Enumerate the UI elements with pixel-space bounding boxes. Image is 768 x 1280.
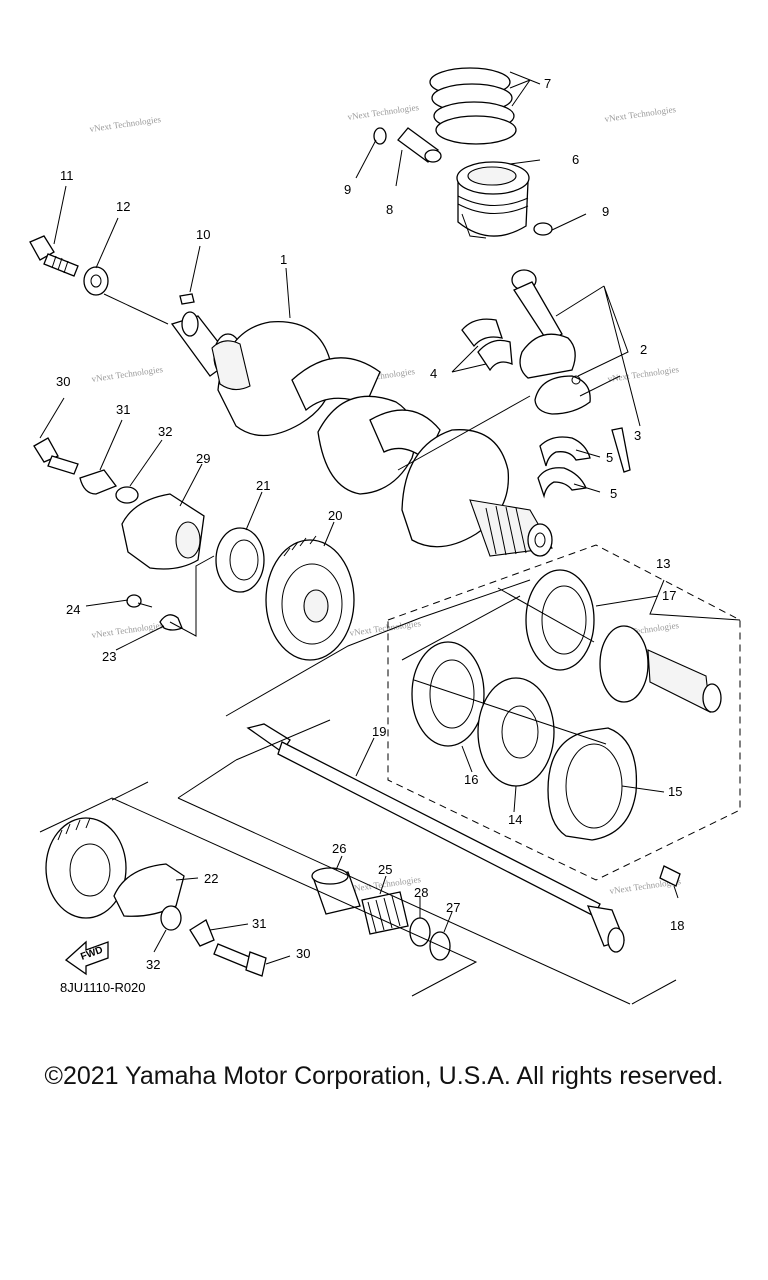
callout-9: 9 [602, 204, 609, 219]
bolt-upper [33, 437, 79, 475]
assembly-13-outline [387, 544, 741, 881]
housing-15 [547, 727, 638, 841]
callout-19: 19 [372, 724, 386, 739]
watermark: vNext Technologies [347, 102, 420, 122]
callout-5: 5 [606, 450, 613, 465]
callout-26: 26 [332, 841, 346, 856]
conrod-bearing-lower [537, 436, 591, 499]
callout-27: 27 [446, 900, 460, 915]
watermark: vNext Technologies [91, 364, 164, 384]
callout-28: 28 [414, 885, 428, 900]
watermark: vNext Technologies [607, 364, 680, 384]
callout-8: 8 [386, 202, 393, 217]
callout-29: 29 [196, 451, 210, 466]
circlip [373, 127, 553, 236]
piston-pin [397, 127, 442, 163]
callout-32: 32 [146, 957, 160, 972]
washer-32-lower [160, 905, 182, 931]
callout-1: 1 [280, 252, 287, 267]
shaft-19 [246, 723, 625, 953]
balancer-weight [121, 493, 205, 570]
watermark: vNext Technologies [604, 104, 677, 124]
bolt-30-lower [213, 943, 267, 977]
copyright-notice: ©2021 Yamaha Motor Corporation, U.S.A. A… [44, 1062, 724, 1090]
callout-23: 23 [102, 649, 116, 664]
collar-26 [311, 867, 361, 915]
callout-3: 3 [634, 428, 641, 443]
callout-32: 32 [158, 424, 172, 439]
callout-16: 16 [464, 772, 478, 787]
washer-upper [115, 486, 139, 504]
gear-lower [45, 817, 127, 919]
callout-24: 24 [66, 602, 80, 617]
callout-6: 6 [572, 152, 579, 167]
diagram-code: 8JU1110-R020 [60, 980, 146, 995]
output-shaft [599, 625, 722, 713]
lock-washer [79, 469, 118, 495]
callout-30: 30 [296, 946, 310, 961]
callout-21: 21 [256, 478, 270, 493]
callout-31: 31 [252, 916, 266, 931]
fwd-arrow: FWD [64, 940, 109, 976]
oil-seal-16 [411, 641, 485, 747]
callout-30: 30 [56, 374, 70, 389]
watermark: vNext Technologies [91, 620, 164, 640]
bearing-14 [477, 677, 555, 787]
screw-24 [126, 594, 153, 608]
woodruff-key [179, 293, 195, 305]
exploded-parts-diagram: vNext Technologies vNext Technologies vN… [29, 67, 741, 1005]
callout-22: 22 [204, 871, 218, 886]
callout-15: 15 [668, 784, 682, 799]
drive-gear-20 [265, 535, 355, 661]
washer [83, 266, 109, 296]
callout-18: 18 [670, 918, 684, 933]
callout-12: 12 [116, 199, 130, 214]
callout-31: 31 [116, 402, 130, 417]
callout-5: 5 [610, 486, 617, 501]
callout-20: 20 [328, 508, 342, 523]
callout-14: 14 [508, 812, 522, 827]
callout-10: 10 [196, 227, 210, 242]
callout-2: 2 [640, 342, 647, 357]
callouts: 1 2 3 4 5 5 6 7 8 9 9 10 11 12 13 14 15 … [56, 76, 684, 972]
callout-7: 7 [544, 76, 551, 91]
circlip-28 [409, 917, 431, 947]
needle-bearing-25 [361, 891, 409, 935]
piston-rings [429, 67, 517, 145]
watermark: vNext Technologies [89, 114, 162, 134]
callout-4: 4 [430, 366, 437, 381]
callout-17: 17 [662, 588, 676, 603]
callout-13: 13 [656, 556, 670, 571]
callout-11: 11 [60, 168, 74, 183]
bolt-18 [659, 865, 681, 887]
connecting-rod [511, 269, 631, 473]
piston [456, 161, 530, 239]
lock-washer-31-lower [189, 919, 215, 947]
callout-9: 9 [344, 182, 351, 197]
bearing-17 [525, 569, 595, 671]
crankshaft [170, 311, 553, 557]
bolt [29, 235, 79, 277]
leader-lines [39, 71, 741, 1005]
weight-22 [113, 863, 185, 917]
bearing-21 [215, 527, 265, 593]
callout-25: 25 [378, 862, 392, 877]
crank-bearing-upper [461, 318, 513, 372]
